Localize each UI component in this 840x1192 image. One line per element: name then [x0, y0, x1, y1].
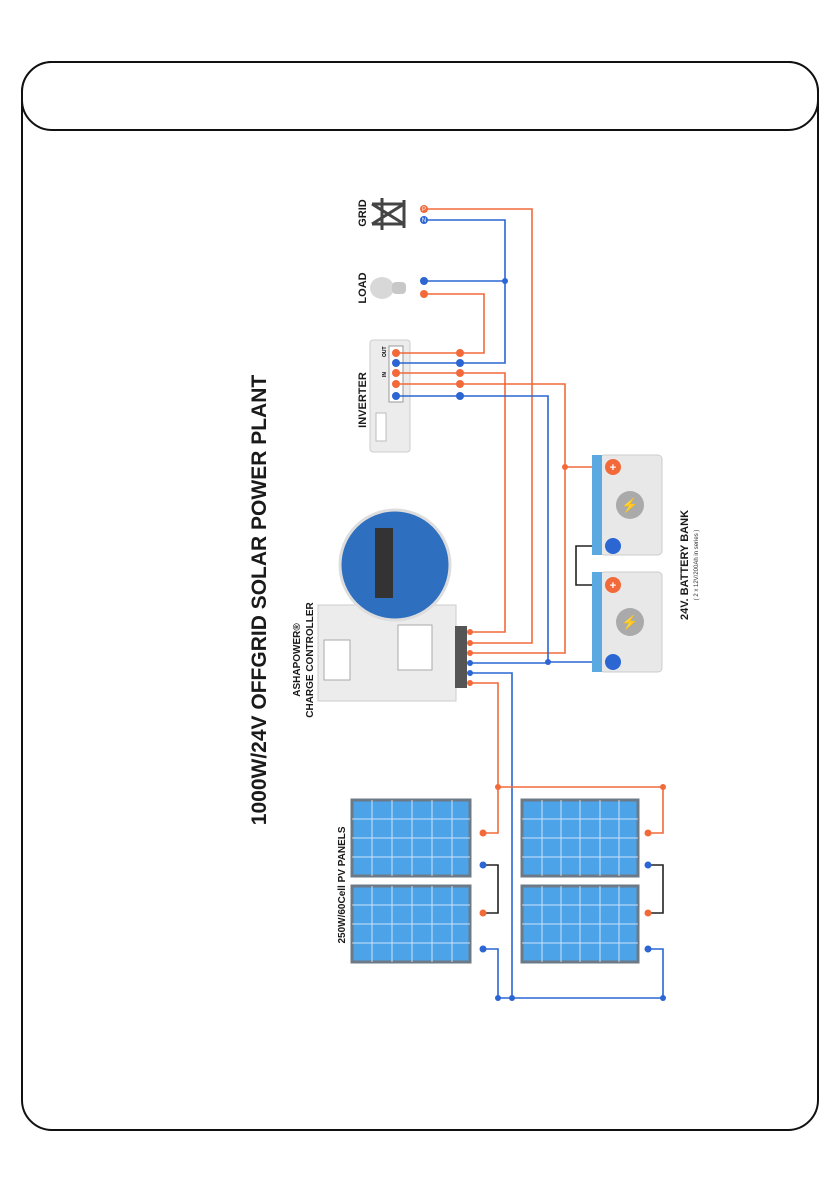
grid-n-terminal: N	[422, 218, 426, 224]
header-box	[22, 62, 818, 130]
inverter-out-label: OUT	[382, 346, 388, 357]
battery-bank: ⚡ + ⚡ +	[592, 455, 662, 672]
svg-text:+: +	[610, 462, 616, 474]
battery-label: 24V. BATTERY BANK	[679, 510, 691, 620]
svg-text:⚡: ⚡	[621, 614, 638, 631]
grid-p-terminal: P	[422, 207, 426, 213]
pv-panels	[352, 800, 638, 962]
wire-pv-series-left	[483, 865, 498, 913]
load-label: LOAD	[357, 272, 369, 303]
panels-label: 250W/60Cell PV PANELS	[337, 826, 348, 943]
grid-label: GRID	[357, 199, 369, 227]
controller-label: CHARGE CONTROLLER	[305, 601, 316, 717]
battery-sublabel: ( 2 x 12V/200Ah in series )	[694, 530, 700, 601]
svg-text:⚡: ⚡	[621, 497, 638, 514]
terminal-zoom-inset	[340, 510, 450, 620]
transmission-tower-icon	[372, 198, 404, 230]
wire-grid-n	[396, 220, 505, 363]
wire-pv-series-right	[648, 865, 663, 913]
light-bulb-icon	[370, 277, 406, 299]
svg-text:+: +	[610, 580, 616, 592]
charge-controller-device	[318, 510, 473, 701]
diagram-title: 1000W/24V OFFGRID SOLAR POWER PLANT	[248, 375, 271, 826]
wire-pv-plus-left	[483, 787, 498, 833]
controller-brand: ASHAPOWER®	[292, 623, 303, 697]
inverter-label: INVERTER	[357, 372, 369, 428]
inverter-in-label: IN	[382, 372, 388, 377]
